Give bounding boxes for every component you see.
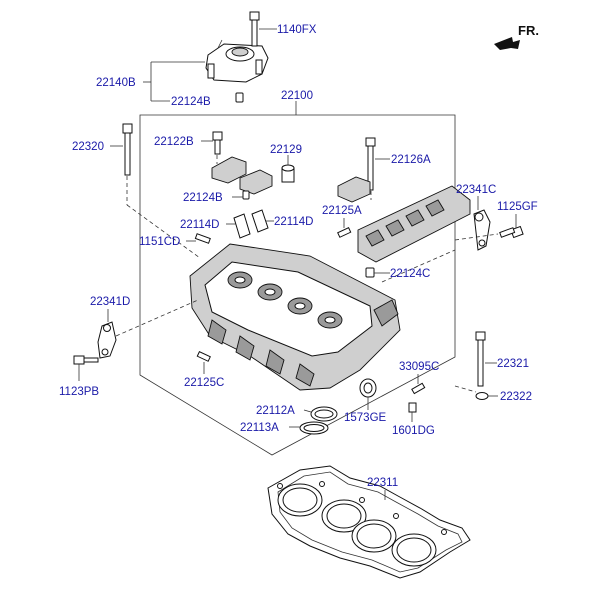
dowel-22124b-mid	[242, 190, 250, 200]
label-22122b: 22122B	[154, 136, 194, 148]
bolt-22126a	[365, 137, 376, 191]
dowel-22124c	[365, 267, 375, 278]
pin-22125c	[196, 350, 211, 362]
label-22126a: 22126A	[391, 154, 431, 166]
label-22311: 22311	[367, 477, 398, 489]
gasket-22113a	[299, 421, 329, 435]
label-22113a: 22113A	[240, 422, 279, 434]
tube-22114d-right	[251, 209, 269, 233]
label-1573ge: 1573GE	[344, 412, 387, 424]
seal-1573ge	[359, 378, 377, 398]
label-22124b-mid: 22124B	[183, 192, 223, 204]
bracket-22341d	[97, 321, 117, 359]
label-1125gf: 1125GF	[497, 201, 538, 213]
camshaft-carrier	[357, 185, 471, 263]
bolt-1123pb	[73, 355, 99, 365]
dowel-22124b-top	[235, 92, 244, 103]
head-gasket-22311	[267, 465, 471, 579]
bolt-1125gf	[499, 225, 524, 239]
tube-22114d-left	[233, 213, 251, 239]
assembly-outline	[139, 114, 456, 456]
bolt-22320	[122, 123, 133, 176]
front-arrow-icon	[494, 37, 520, 50]
front-direction-indicator: FR.	[494, 23, 539, 50]
plug-1601dg	[408, 402, 417, 413]
part-22140b-bracket	[205, 39, 269, 83]
seal-22112a	[310, 406, 338, 422]
label-22125c: 22125C	[184, 377, 224, 389]
bolt-1140fx	[249, 11, 260, 47]
label-22129: 22129	[270, 144, 302, 156]
label-22100: 22100	[281, 90, 313, 102]
label-22341d: 22341D	[90, 296, 130, 308]
label-1123pb: 1123PB	[59, 386, 99, 398]
bracket-22341c	[473, 209, 491, 251]
washer-22322	[475, 392, 489, 400]
label-22321: 22321	[497, 358, 529, 370]
label-22114d-left: 22114D	[180, 219, 219, 231]
label-22124b-top: 22124B	[171, 96, 211, 108]
label-1140fx: 1140FX	[277, 24, 317, 36]
label-22114d-right: 22114D	[274, 216, 313, 228]
label-22112a: 22112A	[256, 405, 295, 417]
label-22125a: 22125A	[322, 205, 362, 217]
cam-cap-right	[337, 176, 371, 203]
label-33095c: 33095C	[399, 361, 439, 373]
seal-22129	[281, 164, 295, 183]
bolt-22122b	[212, 131, 223, 155]
label-22341c: 22341C	[456, 184, 496, 196]
label-22322: 22322	[500, 391, 532, 403]
label-1151cd: 1151CD	[139, 236, 180, 248]
label-22124c: 22124C	[390, 268, 430, 280]
cam-cap-center	[239, 169, 273, 195]
label-22320: 22320	[72, 141, 104, 153]
cylinder-head-block	[189, 243, 401, 391]
front-label: FR.	[518, 23, 539, 38]
cam-cap-left	[211, 156, 247, 184]
label-1601dg: 1601DG	[392, 425, 435, 437]
label-22140b: 22140B	[96, 77, 136, 89]
pin-1151cd	[194, 233, 211, 244]
pin-33095c	[411, 382, 426, 395]
pin-22125a	[337, 226, 352, 238]
bolt-22321	[475, 331, 486, 387]
